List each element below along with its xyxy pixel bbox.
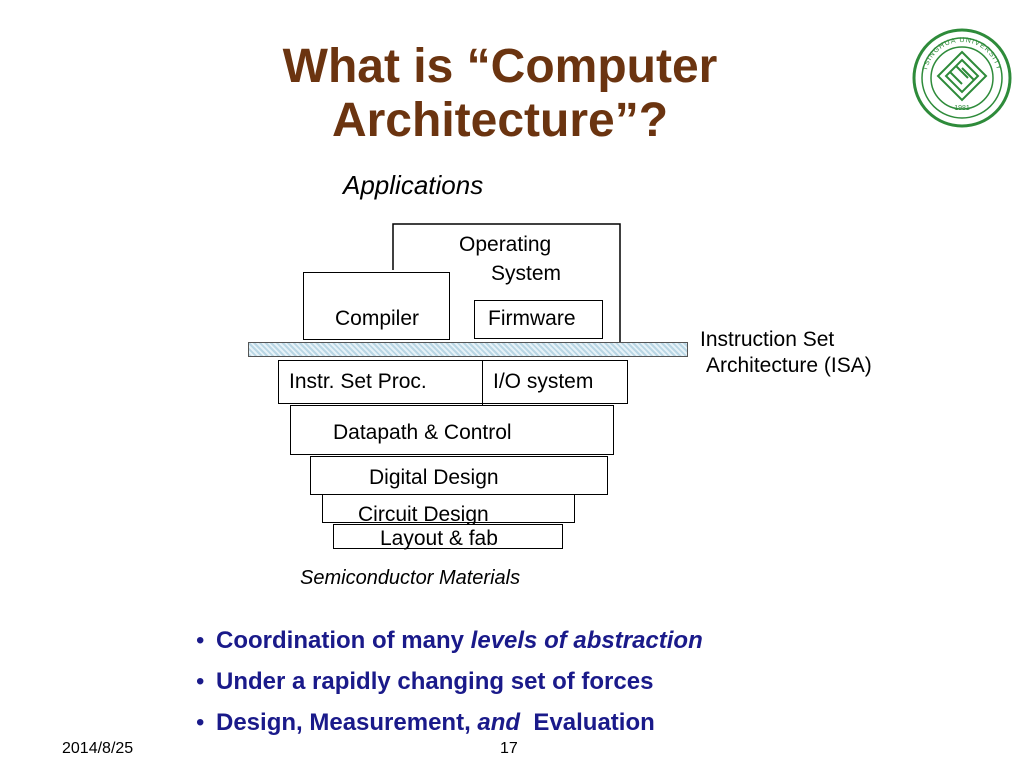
isa-bar xyxy=(248,342,688,357)
os-label-line-2: System xyxy=(491,262,562,285)
title-line-2: Architecture”? xyxy=(331,94,669,147)
compiler-label: Compiler xyxy=(335,307,420,330)
processor-divider xyxy=(482,360,483,406)
os-label-line-1: Operating xyxy=(459,233,552,256)
bullet-dot: • xyxy=(196,668,205,695)
firmware-box xyxy=(474,300,603,339)
layout-fab-label: Layout & fab xyxy=(380,527,498,550)
logo-year: 1981 xyxy=(954,105,970,112)
isa-label-line-2: Architecture (ISA) xyxy=(706,354,872,377)
firmware-label: Firmware xyxy=(488,307,576,330)
slide-date: 2014/8/25 xyxy=(62,740,134,757)
compiler-box xyxy=(303,272,450,340)
bullet-list: •Coordination of many levels of abstract… xyxy=(196,620,703,743)
circuit-design-label: Circuit Design xyxy=(358,503,489,526)
slide-title: What is “Computer Architecture”? xyxy=(180,40,820,148)
title-line-1: What is “Computer xyxy=(282,40,718,93)
applications-label: Applications xyxy=(343,170,484,200)
university-logo: 1981 TSINGHUA UNIVERSITY xyxy=(912,28,1012,128)
layout-fab-box xyxy=(333,524,563,549)
datapath-label: Datapath & Control xyxy=(333,421,512,444)
bullet-item: •Under a rapidly changing set of forces xyxy=(196,661,703,702)
os-box xyxy=(392,223,621,344)
processor-box xyxy=(278,360,628,404)
circuit-design-box xyxy=(322,494,575,523)
isa-label-line-1: Instruction Set xyxy=(700,328,835,351)
bullet-item: •Coordination of many levels of abstract… xyxy=(196,620,703,661)
io-system-label: I/O system xyxy=(493,370,594,393)
bullet-dot: • xyxy=(196,627,205,654)
semiconductor-label: Semiconductor Materials xyxy=(300,567,521,589)
digital-design-label: Digital Design xyxy=(369,466,499,489)
bullet-dot: • xyxy=(196,709,205,736)
bullet-item: •Design, Measurement, and Evaluation xyxy=(196,702,703,743)
slide-page-number: 17 xyxy=(500,740,518,757)
instr-set-proc-label: Instr. Set Proc. xyxy=(289,370,427,393)
datapath-box xyxy=(290,405,614,455)
